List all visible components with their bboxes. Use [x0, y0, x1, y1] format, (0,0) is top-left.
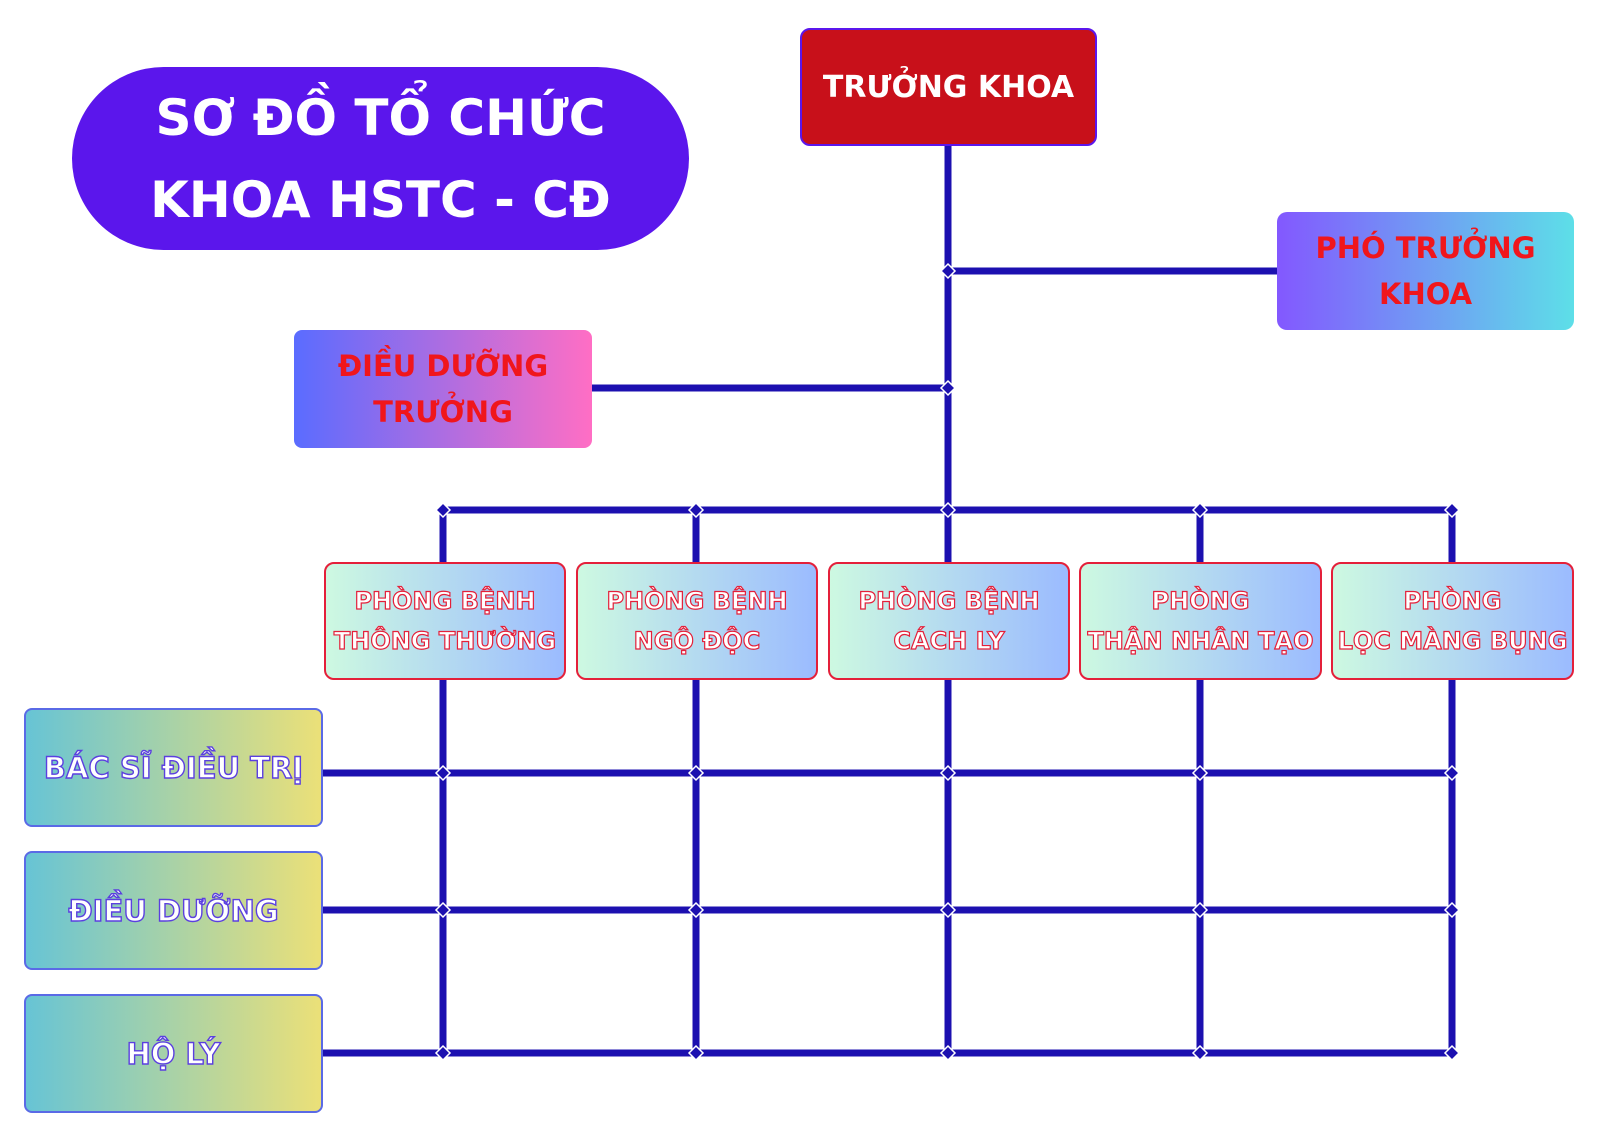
- room-dialysis: PHÒNG THẬN NHÂN TẠO: [1079, 562, 1322, 680]
- junction-diamond: [939, 901, 957, 919]
- node-head-nurse: ĐIỀU DƯỠNG TRƯỞNG: [294, 330, 592, 448]
- junction-diamond: [434, 764, 452, 782]
- junction-diamond: [1443, 501, 1461, 519]
- junction-diamond: [1191, 764, 1209, 782]
- junction-diamond: [687, 501, 705, 519]
- junction-diamond: [687, 901, 705, 919]
- room-isolation: PHÒNG BỆNH CÁCH LY: [828, 562, 1070, 680]
- junction-diamond: [1443, 1044, 1461, 1062]
- role-orderlies: HỘ LÝ: [24, 994, 323, 1113]
- junction-diamond: [939, 1044, 957, 1062]
- junction-diamond: [939, 764, 957, 782]
- junction-diamond: [687, 764, 705, 782]
- chart-title: SƠ ĐỒ TỔ CHỨC KHOA HSTC - CĐ: [72, 67, 689, 250]
- room-general: PHÒNG BỆNH THÔNG THƯỜNG: [324, 562, 566, 680]
- junction-diamond: [939, 501, 957, 519]
- room-peritoneal-dialysis: PHÒNG LỌC MÀNG BỤNG: [1331, 562, 1574, 680]
- junction-diamond: [1191, 501, 1209, 519]
- junction-diamond: [434, 1044, 452, 1062]
- junction-diamond: [687, 1044, 705, 1062]
- junction-diamond: [434, 901, 452, 919]
- role-doctors: BÁC SĨ ĐIỀU TRỊ: [24, 708, 323, 827]
- junction-diamond: [939, 379, 957, 397]
- node-deputy-head: PHÓ TRƯỞNG KHOA: [1277, 212, 1574, 330]
- junction-diamond: [434, 501, 452, 519]
- node-head-of-department: TRƯỞNG KHOA: [800, 28, 1097, 146]
- room-poisoning: PHÒNG BỆNH NGỘ ĐỘC: [576, 562, 818, 680]
- junction-diamond: [1443, 901, 1461, 919]
- role-nurses: ĐIỀU DƯỠNG: [24, 851, 323, 970]
- junction-diamond: [1191, 1044, 1209, 1062]
- junction-diamond: [1443, 764, 1461, 782]
- junction-diamond: [1191, 901, 1209, 919]
- junction-diamond: [939, 262, 957, 280]
